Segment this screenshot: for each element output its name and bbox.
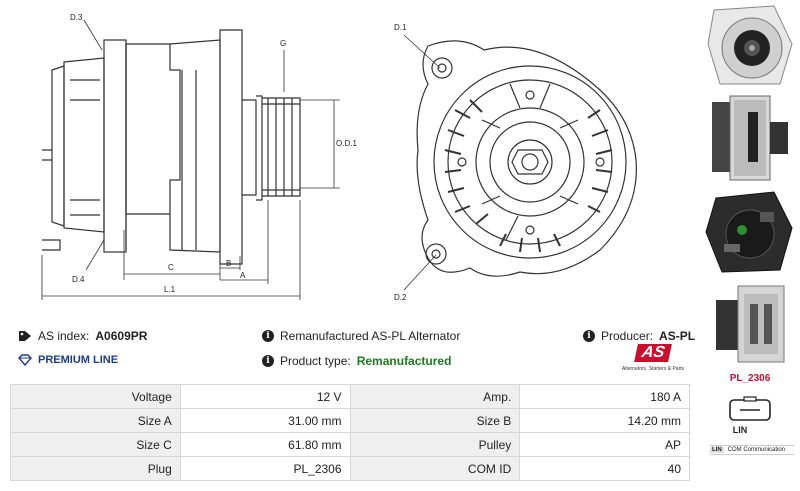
label-a: A — [240, 271, 246, 280]
product-type-label: Product type: — [280, 354, 351, 368]
label-d3: D.3 — [70, 13, 83, 22]
table-row: Voltage 12 V Amp. 180 A — [10, 384, 690, 409]
product-type-row: i Product type: Remanufactured — [262, 354, 451, 368]
label-l1: L.1 — [164, 285, 176, 294]
spec-value: 31.00 mm — [179, 408, 351, 433]
logo-tagline: Alternators, Starters & Parts — [621, 366, 685, 372]
spec-label: Pulley — [349, 432, 521, 457]
plug-connector-icon — [729, 396, 771, 421]
spec-value: 14.20 mm — [519, 408, 690, 433]
logo-mark: AS — [633, 344, 673, 362]
spec-value: 12 V — [179, 384, 351, 409]
description-row: i Remanufactured AS-PL Alternator — [262, 329, 460, 343]
product-photo-front[interactable] — [704, 4, 796, 88]
table-row: Size A 31.00 mm Size B 14.20 mm — [10, 408, 690, 433]
label-d4: D.4 — [72, 275, 85, 284]
premium-line-row: PREMIUM LINE — [18, 354, 118, 366]
info-icon: i — [262, 330, 274, 342]
spec-label: Size B — [349, 408, 521, 433]
plug-connector-label: LIN — [732, 425, 748, 435]
alternator-drawing-svg: D.3 D.4 G O.D.1 C B A L.1 D.1 D.2 — [41, 13, 637, 302]
tag-icon — [18, 330, 32, 342]
com-code: LIN — [710, 447, 724, 453]
as-pl-logo: AS Alternators, Starters & Parts — [618, 344, 688, 372]
producer-row: i Producer: AS-PL — [583, 329, 695, 343]
label-c: C — [168, 263, 174, 272]
label-b: B — [226, 259, 231, 268]
table-row: Size C 61.80 mm Pulley AP — [10, 432, 690, 457]
com-communication: LIN COM Communication — [710, 445, 794, 455]
spec-value: AP — [519, 432, 690, 457]
spec-label: Voltage — [10, 384, 181, 409]
label-d2: D.2 — [394, 293, 407, 302]
spec-value: PL_2306 — [179, 456, 351, 481]
label-g: G — [280, 39, 286, 48]
as-index-label: AS index: — [38, 329, 90, 343]
producer-value: AS-PL — [659, 329, 696, 343]
spec-label: COM ID — [349, 456, 521, 481]
spec-value: 61.80 mm — [179, 432, 351, 457]
spec-label: Amp. — [349, 384, 521, 409]
as-index-value: A0609PR — [95, 329, 148, 343]
product-photo-rear[interactable] — [704, 188, 796, 276]
product-photo-angle[interactable] — [704, 280, 796, 366]
producer-label: Producer: — [601, 329, 654, 343]
product-type-value: Remanufactured — [356, 354, 452, 368]
label-d1: D.1 — [394, 23, 407, 32]
spec-value: 40 — [519, 456, 690, 481]
product-description: Remanufactured AS-PL Alternator — [280, 329, 461, 343]
product-thumbnails — [700, 0, 800, 491]
com-text: COM Communication — [727, 447, 786, 453]
spec-label: Size C — [10, 432, 181, 457]
info-icon: i — [262, 355, 274, 367]
spec-label: Plug — [10, 456, 181, 481]
plug-title: PL_2306 — [729, 373, 771, 384]
info-icon: i — [583, 330, 595, 342]
premium-line-label: PREMIUM LINE — [38, 354, 119, 366]
table-row: Plug PL_2306 COM ID 40 — [10, 456, 690, 481]
technical-drawing: D.3 D.4 G O.D.1 C B A L.1 D.1 D.2 — [41, 13, 637, 302]
as-index-row: AS index: A0609PR — [18, 329, 147, 343]
product-photo-side[interactable] — [704, 92, 796, 184]
specs-table: Voltage 12 V Amp. 180 A Size A 31.00 mm … — [10, 384, 690, 481]
spec-value: 180 A — [519, 384, 690, 409]
spec-label: Size A — [10, 408, 181, 433]
label-od1: O.D.1 — [336, 139, 357, 148]
diamond-icon — [18, 354, 32, 366]
